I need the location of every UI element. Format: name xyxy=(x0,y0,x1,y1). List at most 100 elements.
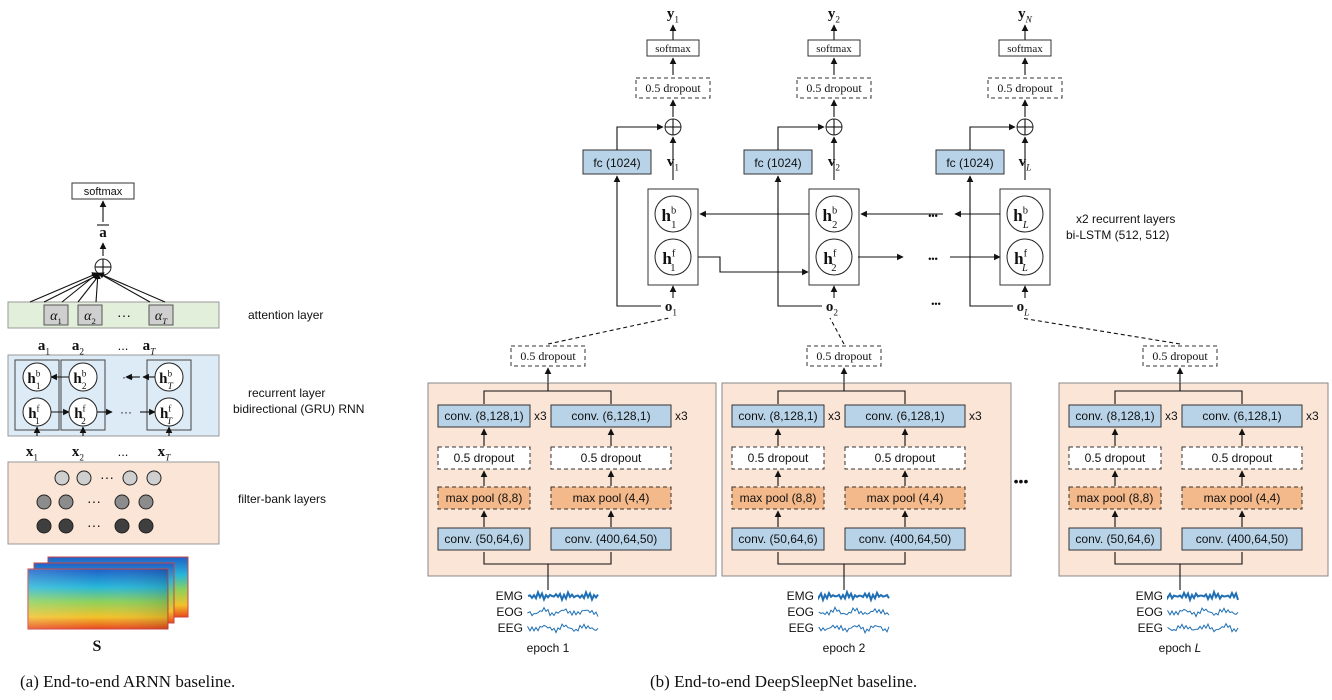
dsn-cnn-output-label: o2 xyxy=(826,299,839,319)
dsn-lstm-forward-node xyxy=(1006,238,1044,276)
dsn-cnn-output-label: o1 xyxy=(665,299,678,319)
dsn-signal-trace xyxy=(818,606,890,616)
arnn-attention-input: a2 xyxy=(72,338,85,358)
dsn-channel-label: EOG xyxy=(787,605,814,619)
dsn-maxpool-large xyxy=(550,486,672,510)
dsn-repeat-large: x3 xyxy=(969,409,982,423)
dsn-cnn-dropout-box xyxy=(510,345,586,367)
dsn-channel-label: EEG xyxy=(1138,621,1163,635)
dsn-mid-dropout-large xyxy=(1181,446,1303,470)
arnn-attention-line xyxy=(97,272,166,303)
arnn-weight-line xyxy=(43,273,101,303)
dsn-backward-ellipsis: ••• xyxy=(928,211,937,221)
arnn-alpha-ellipsis: ··· xyxy=(117,307,131,323)
dsn-conv-first-small-label: conv. (50,64,6) xyxy=(444,532,523,546)
arnn-alpha-label: αT xyxy=(155,309,168,326)
dsn-cnn-dropout-box xyxy=(1142,345,1218,367)
dsn-maxpool-large-label: max pool (4,4) xyxy=(573,491,650,505)
arnn-attention-input: a1 xyxy=(38,338,51,358)
dsn-maxpool-small xyxy=(731,486,825,510)
dsn-conv-top-large-label: conv. (6,128,1) xyxy=(571,409,650,423)
dsn-fc-to-sum xyxy=(777,123,825,150)
dsn-conv-top-small-label: conv. (8,128,1) xyxy=(738,409,817,423)
dsn-maxpool-small-label: max pool (8,8) xyxy=(1077,491,1154,505)
arnn-filter-unit xyxy=(76,470,92,486)
arnn-alpha-label: α2 xyxy=(84,309,96,326)
arnn-filter-unit xyxy=(138,518,154,534)
dsn-signal-trace xyxy=(1167,607,1239,618)
arnn-filter-unit xyxy=(58,518,74,534)
arnn-pooled-output: a xyxy=(99,225,107,241)
arnn-forward-ellipsis: ··· xyxy=(120,405,132,419)
dsn-repeat-large: x3 xyxy=(1306,409,1319,423)
dsn-repeat-large: x3 xyxy=(675,409,688,423)
dsn-mid-dropout-small xyxy=(1068,446,1162,470)
arnn-recurrent-label-2: bidirectional (GRU) RNN xyxy=(233,402,364,416)
caption-arnn: (a) End-to-end ARNN baseline. xyxy=(20,672,236,691)
arnn-backward-ellipsis: ··· xyxy=(122,370,134,384)
dsn-maxpool-small xyxy=(437,486,531,510)
dsn-mid-dropout-large xyxy=(844,446,966,470)
dsn-mid-dropout-small-label: 0.5 dropout xyxy=(454,451,515,465)
arnn-alpha-box xyxy=(43,304,69,326)
arnn-weight-line xyxy=(77,273,101,303)
dsn-epoch-ellipsis: ••• xyxy=(1014,473,1029,489)
dsn-mid-dropout-small-label: 0.5 dropout xyxy=(1085,451,1146,465)
dsn-mid-dropout-small xyxy=(437,446,531,470)
arnn-filter-unit xyxy=(114,494,130,510)
dsn-maxpool-small xyxy=(1068,486,1162,510)
dsn-maxpool-large-label: max pool (4,4) xyxy=(1204,491,1281,505)
dsn-conv-top-small xyxy=(437,404,531,428)
dsn-fused-label: v1 xyxy=(667,154,680,174)
dsn-softmax-box xyxy=(807,39,861,57)
arnn-alpha-box xyxy=(148,304,174,326)
arnn-input-symbol-s: S xyxy=(93,638,102,655)
arnn-filter-unit xyxy=(146,470,162,486)
dsn-conv-top-small-label: conv. (8,128,1) xyxy=(1075,409,1154,423)
dsn-softmax-box xyxy=(646,39,700,57)
arnn-filter-unit xyxy=(58,494,74,510)
arnn-filter-unit xyxy=(138,494,154,510)
dsn-lstm-forward-node xyxy=(654,238,692,276)
dsn-channel-label: EOG xyxy=(496,605,523,619)
dsn-signal-trace xyxy=(1167,622,1239,633)
dsn-output-label: y1 xyxy=(667,6,680,26)
diagram-structure xyxy=(7,24,1329,635)
arnn-attention-input: aT xyxy=(143,338,157,358)
dsn-softmax-box xyxy=(998,39,1052,57)
dsn-fc-to-sum xyxy=(616,123,664,150)
dsn-mid-dropout-large-label: 0.5 dropout xyxy=(581,451,642,465)
arnn-input-symbol: xT xyxy=(158,444,172,464)
dsn-merge-lines xyxy=(777,390,906,404)
dsn-top-dropout-box xyxy=(987,77,1063,99)
dsn-fused-label: vL xyxy=(1019,154,1032,174)
arnn-attention-label: attention layer xyxy=(248,308,323,322)
dsn-output-ellipsis: ••• xyxy=(931,299,940,309)
dsn-conv-top-large xyxy=(844,404,966,428)
dsn-output-label: y2 xyxy=(828,6,841,26)
arnn-filter-unit xyxy=(36,518,52,534)
arnn-input-ellipsis: ... xyxy=(118,338,129,353)
dsn-repeat-small: x3 xyxy=(534,409,547,423)
dsn-maxpool-large-label: max pool (4,4) xyxy=(867,491,944,505)
dsn-channel-label: EMG xyxy=(787,589,814,603)
dsn-mid-dropout-large-label: 0.5 dropout xyxy=(875,451,936,465)
dsn-maxpool-small-label: max pool (8,8) xyxy=(740,491,817,505)
dsn-top-dropout-box xyxy=(796,77,872,99)
dsn-conv-first-large xyxy=(550,527,672,551)
dsn-recurrent-label-1: x2 recurrent layers xyxy=(1076,212,1175,226)
dsn-dashed-link xyxy=(547,317,670,345)
dsn-merge-lines xyxy=(1114,390,1243,404)
dsn-forward-path xyxy=(698,256,809,276)
dsn-cnn-dropout-label: 0.5 dropout xyxy=(1152,349,1208,363)
dsn-conv-first-large xyxy=(844,527,966,551)
dsn-skip-to-fc xyxy=(966,175,1013,307)
arnn-input-symbol: x2 xyxy=(72,444,85,464)
dsn-repeat-small: x3 xyxy=(828,409,841,423)
